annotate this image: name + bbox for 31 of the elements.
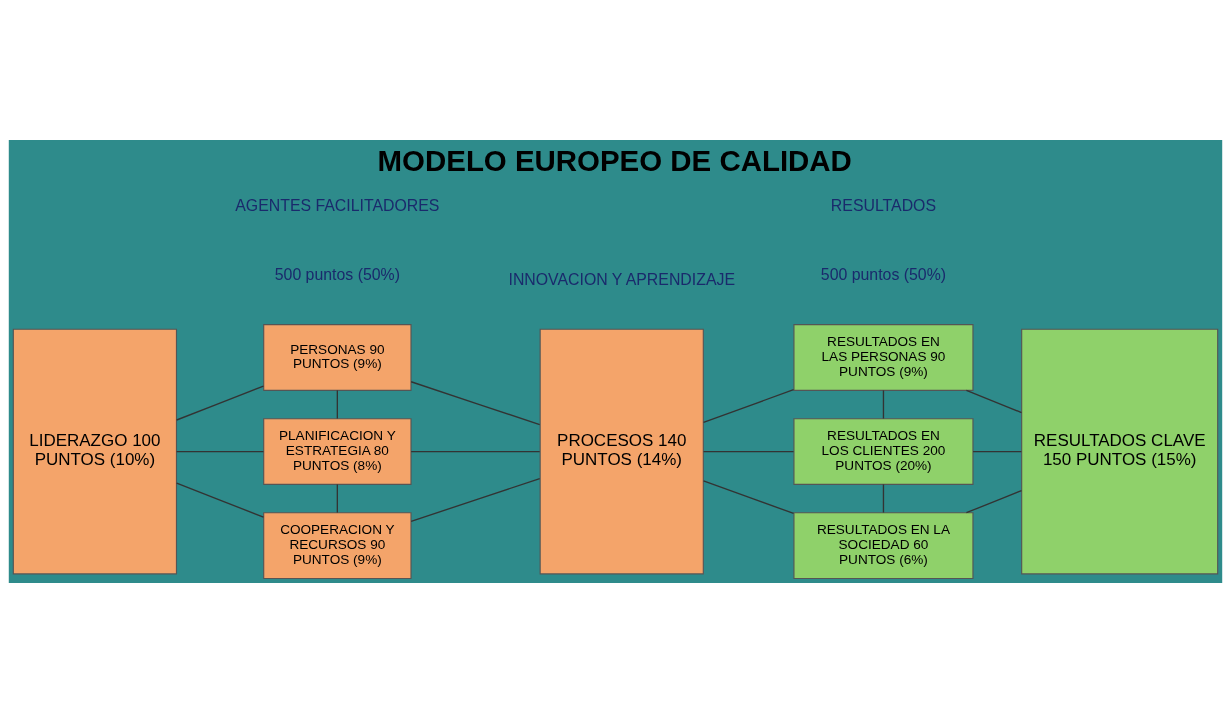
connector (972, 450, 1023, 452)
node-box: RESULTADOS EN LAS PERSONAS 90 PUNTOS (9%) (793, 323, 974, 391)
node-box: PROCESOS 140 PUNTOS (14%) (539, 328, 704, 574)
connector (702, 388, 795, 423)
connector (882, 389, 885, 419)
connector (336, 483, 339, 513)
connector (176, 384, 265, 421)
connector (336, 389, 339, 419)
label: 500 puntos (50%) (820, 265, 947, 283)
connector (410, 450, 541, 452)
node-box: RESULTADOS CLAVE 150 PUNTOS (15%) (1021, 328, 1219, 574)
label: AGENTES FACILITADORES (235, 196, 440, 214)
connector (176, 450, 265, 452)
label: RESULTADOS (830, 196, 937, 214)
label: INNOVACION Y APRENDIZAJE (508, 270, 735, 288)
diagram-title: MODELO EUROPEO DE CALIDAD (377, 144, 852, 177)
node-box: RESULTADOS EN LA SOCIEDAD 60 PUNTOS (6%) (793, 511, 974, 579)
connector (965, 489, 1023, 513)
node-box: PLANIFICACION Y ESTRATEGIA 80 PUNTOS (8%) (263, 417, 412, 485)
connector (702, 479, 795, 514)
connector (965, 389, 1023, 413)
node-box: LIDERAZGO 100 PUNTOS (10%) (12, 328, 178, 574)
connector (410, 477, 541, 522)
connector (882, 483, 885, 513)
connector (410, 380, 541, 425)
connector (176, 481, 265, 518)
node-box: RESULTADOS EN LOS CLIENTES 200 PUNTOS (20%) (793, 417, 974, 485)
connector (702, 450, 795, 452)
label: 500 puntos (50%) (274, 265, 400, 283)
node-box: PERSONAS 90 PUNTOS (9%) (263, 323, 412, 391)
node-box: COOPERACION Y RECURSOS 90 PUNTOS (9%) (263, 511, 412, 579)
